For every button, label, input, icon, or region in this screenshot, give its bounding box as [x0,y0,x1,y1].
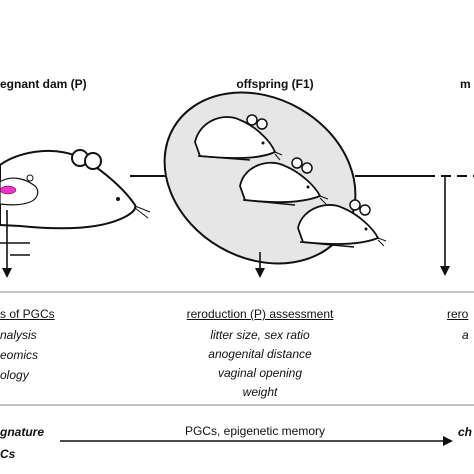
bottom-left-sublabel: Cs [0,447,16,461]
center-panel-item: anogenital distance [208,347,312,361]
header-left: egnant dam (P) [0,77,87,91]
left-panel-title: s of PGCs [0,307,55,321]
left-panel-item: ology [0,368,29,382]
left-panel-item: eomics [0,348,39,362]
pregnant-dam-mouse [0,149,151,278]
left-panel-item: nalysis [0,328,37,342]
offspring-mouse-3 [297,199,387,248]
bottom-left-label: gnature [0,425,45,439]
embryo-highlight [0,185,17,195]
center-panel-title: reroduction (P) assessment [186,307,334,321]
header-right: m [460,77,471,91]
center-panel-item: litter size, sex ratio [210,328,310,342]
bottom-right-label: ch [458,425,473,439]
offspring-mouse-2 [239,157,329,206]
right-panel-item: a [462,328,469,342]
bottom-middle-label: PGCs, epigenetic memory [184,424,326,438]
offspring-mouse-1 [194,114,283,161]
center-panel-item: weight [242,385,278,399]
right-panel-title: rero [447,307,469,321]
center-panel-item: vaginal opening [217,366,303,380]
offspring-group [163,91,387,265]
header-center: offspring (F1) [236,77,314,91]
